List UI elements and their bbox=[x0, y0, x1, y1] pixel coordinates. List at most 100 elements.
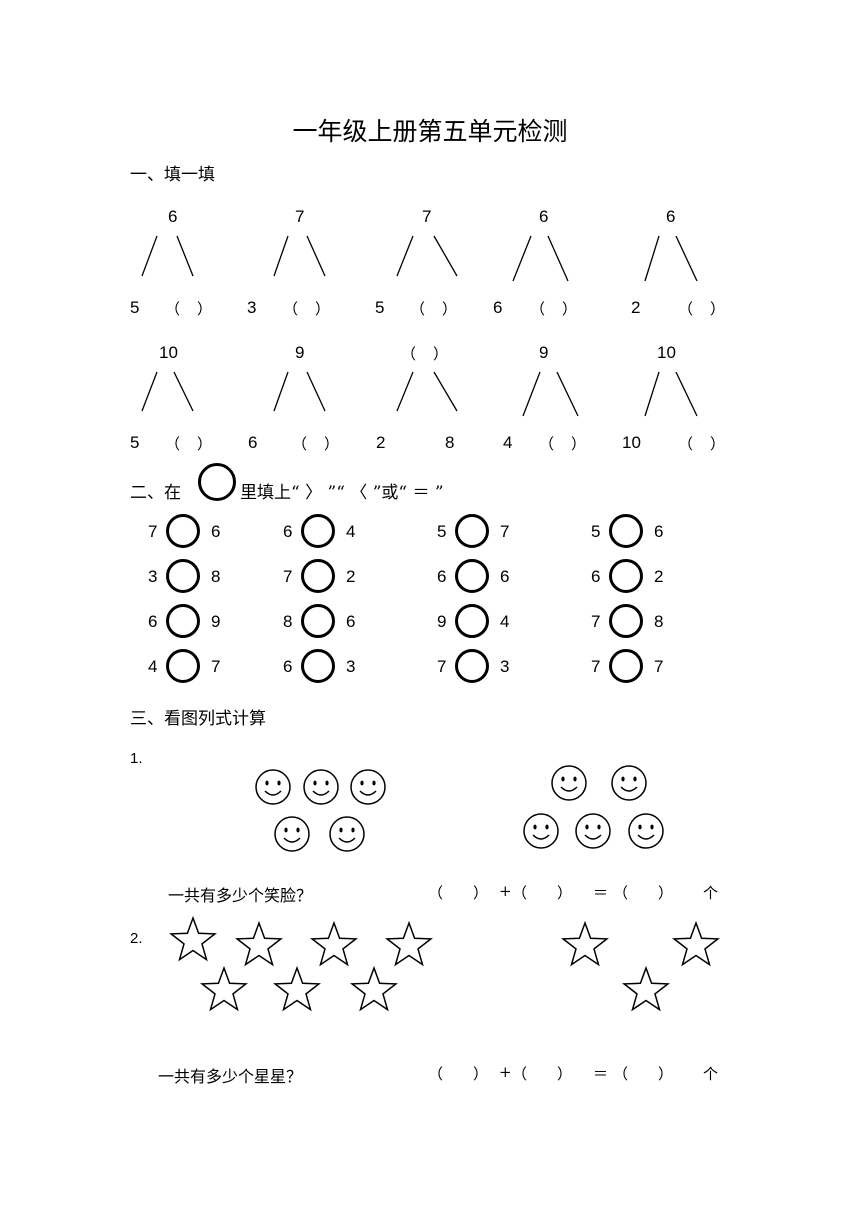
star-icon bbox=[200, 965, 248, 1012]
compare-left-number: 3 bbox=[148, 567, 158, 586]
decomp-top: 9 bbox=[539, 343, 549, 362]
compare-answer-circle[interactable] bbox=[166, 604, 200, 638]
decomp-left: 5 bbox=[375, 298, 385, 317]
blank-addend-1[interactable]: （ ） bbox=[428, 884, 489, 902]
compare-answer-circle[interactable] bbox=[609, 649, 643, 683]
compare-right-number: 7 bbox=[500, 522, 510, 541]
compare-left-number: 7 bbox=[437, 657, 447, 676]
compare-right-number: 9 bbox=[211, 612, 221, 631]
compare-answer-circle[interactable] bbox=[609, 514, 643, 548]
decomp-left: 6 bbox=[248, 433, 258, 452]
smiley-icon bbox=[551, 765, 587, 801]
compare-right-number: 6 bbox=[346, 612, 356, 631]
decomp-right-blank[interactable]: （ ） bbox=[410, 300, 459, 318]
compare-right-number: 2 bbox=[654, 567, 664, 586]
decomp-right-blank[interactable]: （ ） bbox=[678, 300, 727, 318]
compare-answer-circle[interactable] bbox=[301, 559, 335, 593]
compare-right-number: 3 bbox=[500, 657, 510, 676]
decomp-right: 8 bbox=[445, 433, 455, 452]
decomp-right-blank[interactable]: （ ） bbox=[539, 435, 588, 453]
decomp-left: 5 bbox=[130, 433, 140, 452]
plus-sign: + bbox=[499, 1063, 512, 1081]
star-icon bbox=[672, 920, 720, 967]
compare-right-number: 4 bbox=[346, 522, 356, 541]
problem-label: 1. bbox=[130, 750, 143, 767]
decomp-left: 3 bbox=[247, 298, 257, 317]
problem-label: 2. bbox=[130, 930, 143, 947]
decomp-right-blank[interactable]: （ ） bbox=[678, 435, 727, 453]
star-icon bbox=[350, 965, 398, 1012]
decomp-left: 2 bbox=[631, 298, 641, 317]
section2-heading-prefix: 二、在 bbox=[130, 483, 181, 503]
decomp-top: 6 bbox=[168, 207, 178, 226]
decomp-right-blank[interactable]: （ ） bbox=[530, 300, 579, 318]
compare-left-number: 5 bbox=[591, 522, 601, 541]
decomp-right-blank[interactable]: （ ） bbox=[292, 435, 341, 453]
compare-answer-circle[interactable] bbox=[301, 514, 335, 548]
blank-sum[interactable]: （ ） bbox=[613, 1065, 674, 1083]
smiley-icon bbox=[274, 816, 310, 852]
star-icon bbox=[561, 920, 609, 967]
compare-left-number: 7 bbox=[591, 657, 601, 676]
star-icon bbox=[235, 920, 283, 967]
star-icon bbox=[310, 920, 358, 967]
decomp-top: 6 bbox=[539, 207, 549, 226]
compare-right-number: 6 bbox=[654, 522, 664, 541]
question-text: 一共有多少个笑脸？ bbox=[168, 886, 313, 905]
compare-left-number: 8 bbox=[283, 612, 293, 631]
equals-sign: ＝ bbox=[593, 884, 609, 902]
smiley-icon bbox=[329, 816, 365, 852]
compare-answer-circle[interactable] bbox=[166, 559, 200, 593]
compare-left-number: 6 bbox=[283, 522, 293, 541]
star-icon bbox=[622, 965, 670, 1012]
compare-left-number: 5 bbox=[437, 522, 447, 541]
blank-addend-2[interactable]: （ ） bbox=[512, 1065, 573, 1083]
decomp-top: 7 bbox=[295, 207, 305, 226]
compare-answer-circle[interactable] bbox=[455, 649, 489, 683]
compare-left-number: 7 bbox=[283, 567, 293, 586]
plus-sign: + bbox=[499, 882, 512, 900]
decomp-top: 10 bbox=[159, 343, 178, 362]
compare-answer-circle[interactable] bbox=[301, 649, 335, 683]
compare-answer-circle[interactable] bbox=[301, 604, 335, 638]
compare-right-number: 7 bbox=[654, 657, 664, 676]
decomp-right-blank[interactable]: （ ） bbox=[165, 435, 214, 453]
section2-heading-suffix: 里填上“ 〉 ”“ 〈 ”或“ ＝ ” bbox=[240, 483, 444, 503]
compare-answer-circle[interactable] bbox=[455, 559, 489, 593]
decomp-left: 2 bbox=[376, 433, 386, 452]
compare-right-number: 8 bbox=[211, 567, 221, 586]
compare-right-number: 4 bbox=[500, 612, 510, 631]
blank-sum[interactable]: （ ） bbox=[613, 884, 674, 902]
smiley-icon bbox=[575, 813, 611, 849]
section3-heading: 三、看图列式计算 bbox=[130, 709, 266, 729]
decomp-left: 4 bbox=[503, 433, 513, 452]
smiley-icon bbox=[611, 765, 647, 801]
smiley-icon bbox=[628, 813, 664, 849]
unit-text: 个 bbox=[703, 1065, 719, 1083]
compare-answer-circle[interactable] bbox=[455, 514, 489, 548]
compare-answer-circle[interactable] bbox=[609, 559, 643, 593]
blank-addend-2[interactable]: （ ） bbox=[512, 884, 573, 902]
compare-left-number: 7 bbox=[148, 522, 158, 541]
blank-addend-1[interactable]: （ ） bbox=[428, 1065, 489, 1083]
compare-answer-circle[interactable] bbox=[609, 604, 643, 638]
compare-left-number: 6 bbox=[591, 567, 601, 586]
compare-left-number: 6 bbox=[437, 567, 447, 586]
star-icon bbox=[169, 915, 217, 962]
star-icon bbox=[385, 920, 433, 967]
decomp-right-blank[interactable]: （ ） bbox=[165, 300, 214, 318]
section1-heading: 一、填一填 bbox=[130, 165, 215, 185]
compare-right-number: 6 bbox=[211, 522, 221, 541]
answer-circle-icon bbox=[198, 463, 236, 501]
decomp-top: 7 bbox=[422, 207, 432, 226]
smiley-icon bbox=[303, 769, 339, 805]
compare-answer-circle[interactable] bbox=[455, 604, 489, 638]
smiley-icon bbox=[523, 813, 559, 849]
decomp-right-blank[interactable]: （ ） bbox=[283, 300, 332, 318]
compare-left-number: 9 bbox=[437, 612, 447, 631]
compare-answer-circle[interactable] bbox=[166, 649, 200, 683]
decomp-top-blank[interactable]: （ ） bbox=[401, 345, 450, 363]
compare-answer-circle[interactable] bbox=[166, 514, 200, 548]
question-text: 一共有多少个星星？ bbox=[158, 1067, 303, 1086]
